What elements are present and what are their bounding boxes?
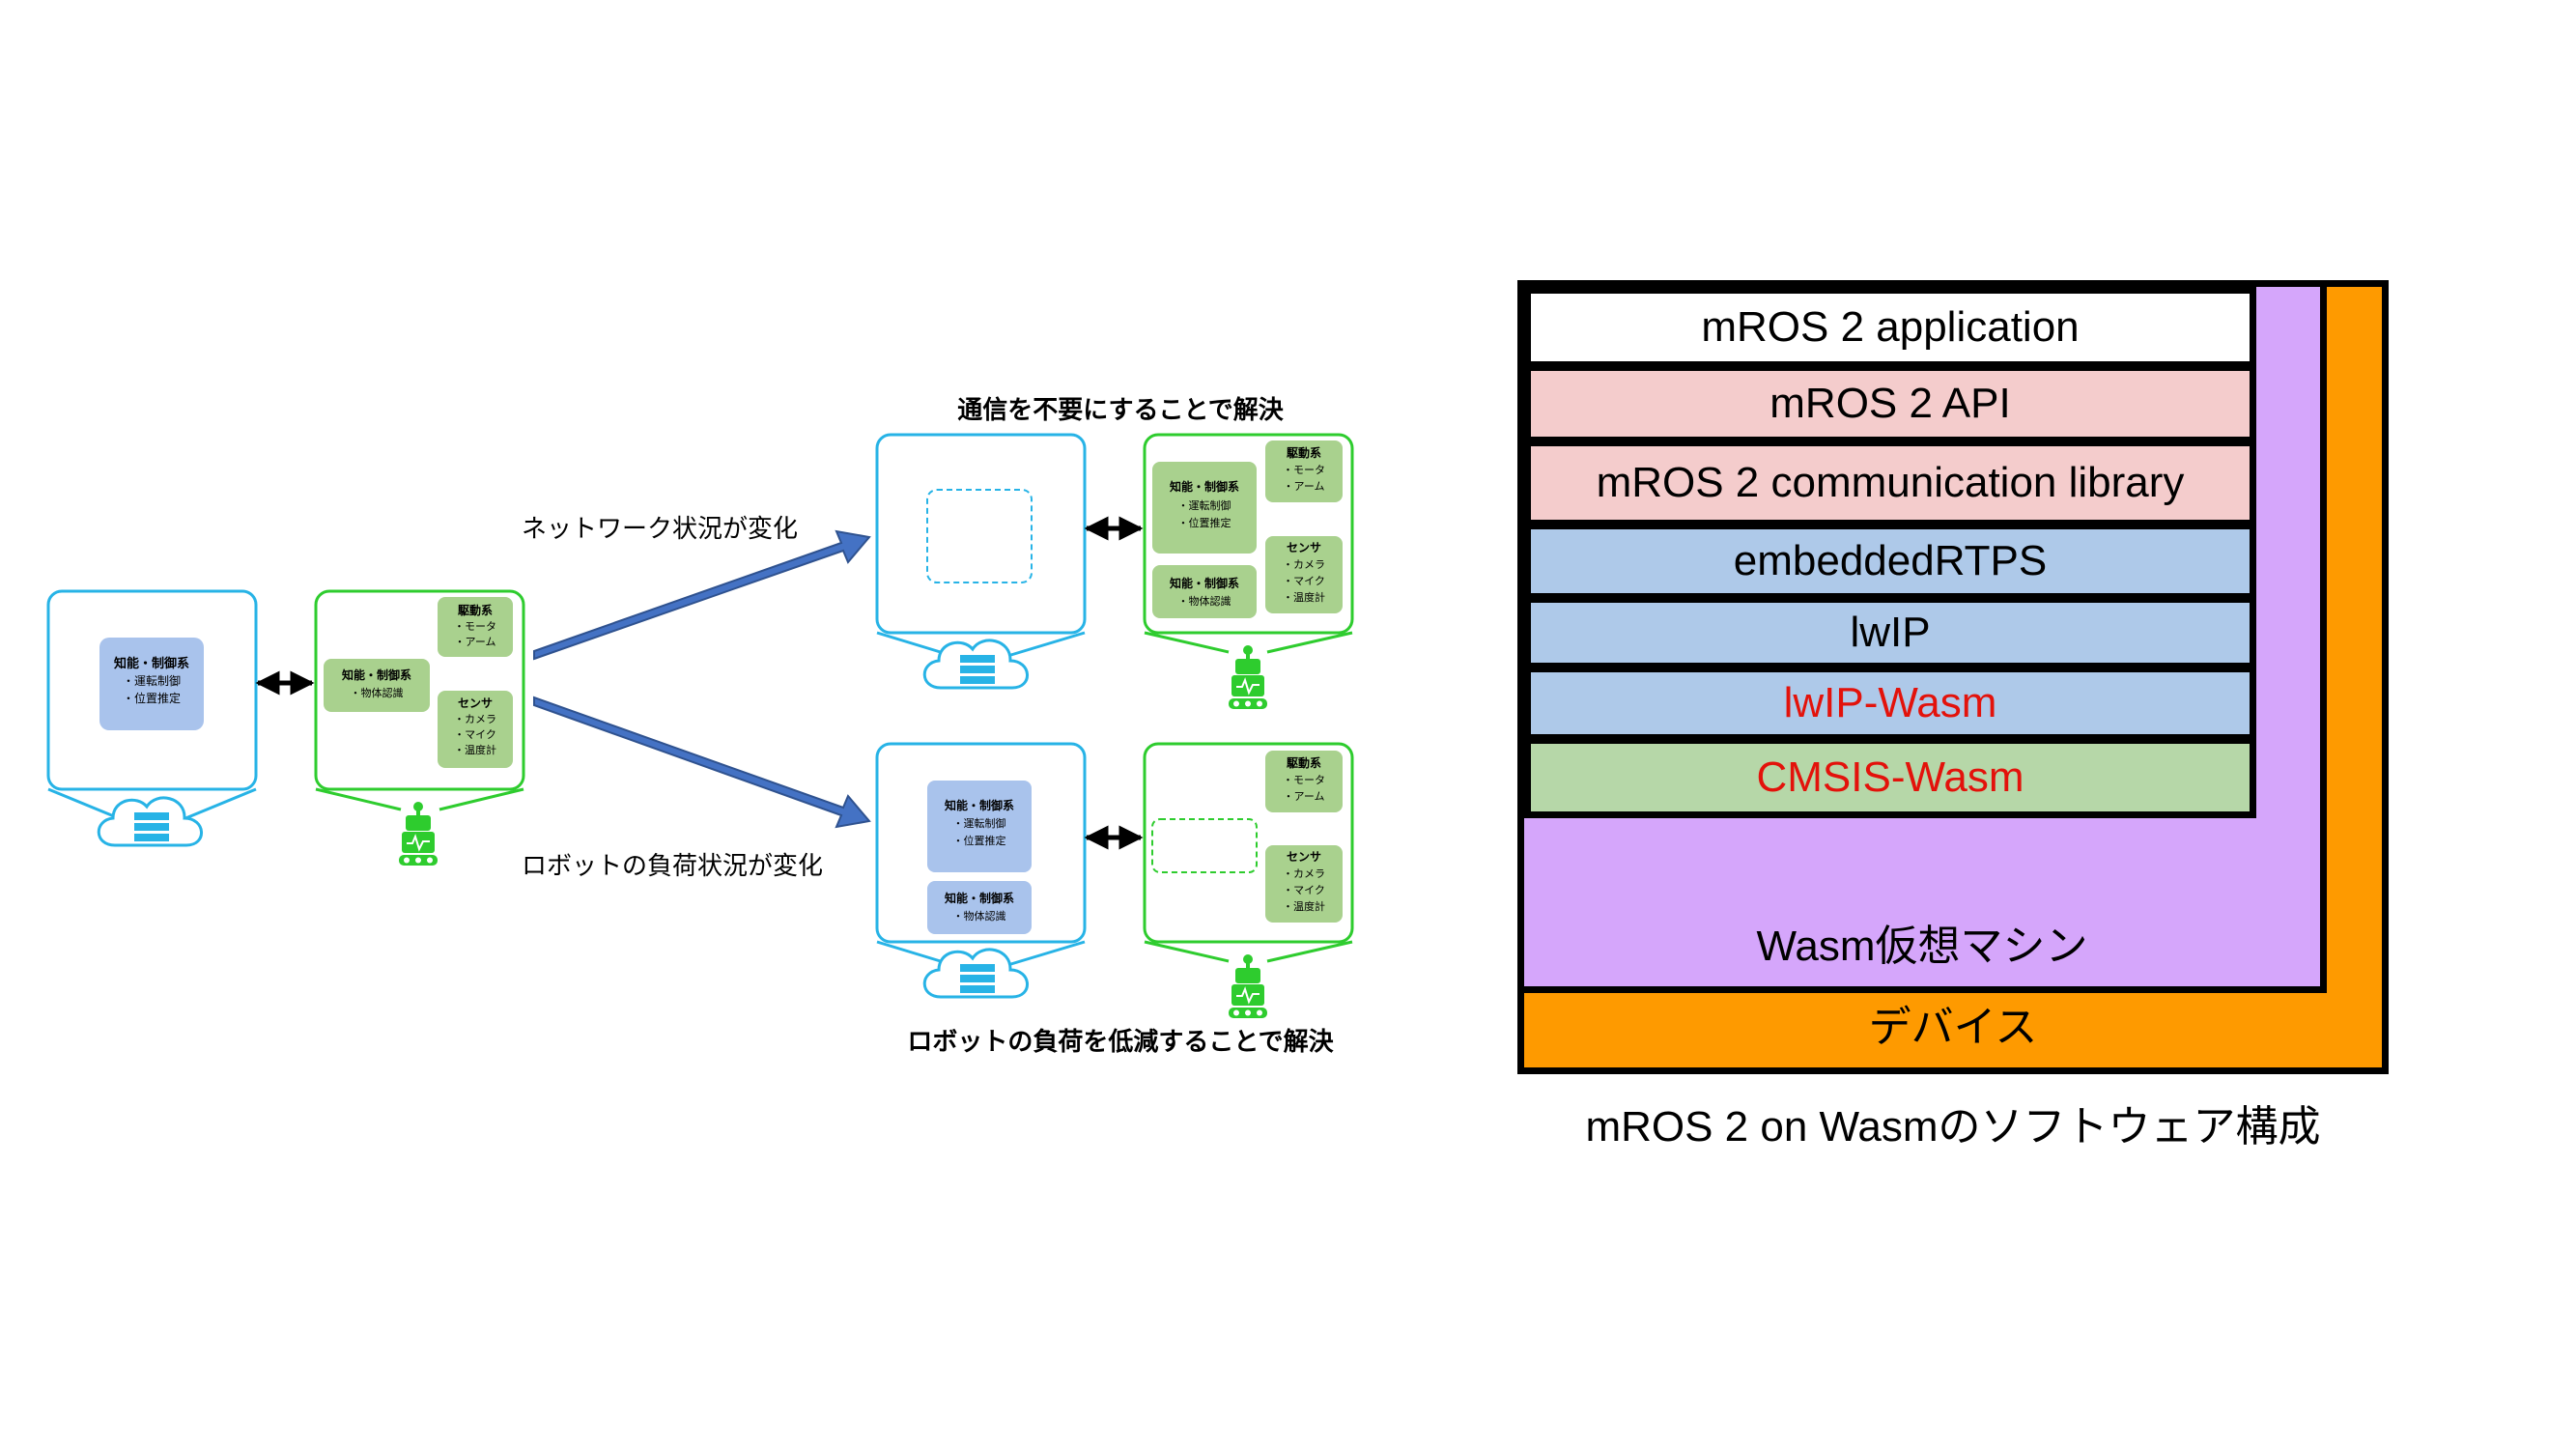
stack-layer-cmsis-wasm-label: CMSIS-Wasm — [1756, 753, 2024, 801]
bottom-cloud-module-a — [927, 781, 1032, 872]
robot-intelligence-module — [324, 659, 430, 712]
stack-layer-application-label: mROS 2 application — [1701, 303, 2080, 351]
bottom-robot-drive — [1265, 751, 1343, 812]
stack-layer-api: mROS 2 API — [1524, 364, 2256, 443]
robot-drive-item: ・モータ — [454, 620, 496, 633]
arrow-top-label: ネットワーク状況が変化 — [522, 515, 798, 544]
robot-sensor-item: ・マイク — [454, 728, 496, 741]
bottom-cloud-module-b-item: ・物体認識 — [953, 909, 1006, 923]
initial-state: 知能・制御系 ・運転制御 ・位置推定 駆動系 ・モータ ・アーム 知能・制御系 … — [46, 589, 525, 866]
stack-layer-api-label: mROS 2 API — [1769, 380, 2011, 427]
robot-sensor-module — [438, 691, 513, 768]
top-robot-intelligence-b-title: 知能・制御系 — [1169, 576, 1239, 590]
stack-layer-lwip-wasm-label: lwIP-Wasm — [1783, 679, 1997, 726]
bottom-cloud-module-a-title: 知能・制御系 — [944, 798, 1014, 812]
bottom-robot-sensor-item: ・カメラ — [1283, 867, 1325, 880]
top-case-caption: 通信を不要にすることで解決 — [957, 396, 1284, 425]
top-robot-sensor-item: ・マイク — [1283, 575, 1325, 587]
stack-layer-communication-library-label: mROS 2 communication library — [1596, 459, 2185, 506]
cloud-module-item: ・位置推定 — [123, 691, 181, 705]
stack-layer-lwip: lwIP — [1524, 596, 2256, 669]
robot-drive-module — [438, 597, 513, 657]
robot-sensor-title: センサ — [458, 696, 493, 710]
bottom-robot-sensor-item: ・マイク — [1283, 884, 1325, 896]
stack-layer-cmsis-wasm: CMSIS-Wasm — [1524, 737, 2256, 818]
top-robot-intelligence-a-item: ・運転制御 — [1178, 498, 1231, 512]
robot-intelligence-title: 知能・制御系 — [341, 668, 411, 682]
stack-layer-communication-library: mROS 2 communication library — [1524, 440, 2256, 526]
bottom-cloud-module-a-item: ・位置推定 — [953, 834, 1006, 847]
robot-sensor-item: ・カメラ — [454, 713, 496, 725]
arrow-up-icon — [533, 529, 871, 661]
bottom-cloud-module-b-title: 知能・制御系 — [944, 891, 1014, 905]
top-robot-sensor-item: ・カメラ — [1283, 558, 1325, 571]
arrow-down-icon — [533, 696, 871, 829]
stack-layer-application: mROS 2 application — [1524, 287, 2256, 368]
bottom-robot-drive-title: 駆動系 — [1287, 755, 1321, 770]
robot-icon — [399, 802, 438, 866]
top-robot-drive-item: ・アーム — [1283, 480, 1324, 493]
deployment-diagram: 知能・制御系 ・運転制御 ・位置推定 駆動系 ・モータ ・アーム 知能・制御系 … — [46, 396, 1354, 1057]
stack-layer-lwip-label: lwIP — [1850, 609, 1931, 656]
cloud-module — [99, 638, 204, 730]
bottom-robot-sensor-item: ・温度計 — [1283, 899, 1325, 913]
bottom-robot-empty-slot — [1151, 818, 1258, 873]
top-cloud-empty-slot — [926, 489, 1033, 583]
stack-caption: mROS 2 on Wasmのソフトウェア構成 — [1585, 1103, 2321, 1151]
bottom-cloud-module-a-item: ・運転制御 — [953, 816, 1006, 830]
top-robot-sensor — [1265, 536, 1343, 613]
robot-box-funnel — [315, 787, 524, 811]
stack-layer-wasm-vm-label: Wasm仮想マシン — [1756, 923, 2088, 970]
top-robot-intelligence-a-item: ・位置推定 — [1178, 516, 1231, 529]
top-robot-drive-title: 駆動系 — [1287, 445, 1321, 460]
robot-drive-title: 駆動系 — [458, 603, 493, 617]
top-robot-intelligence-a — [1152, 462, 1257, 554]
bottom-robot-funnel — [1144, 940, 1353, 963]
stack-layer-lwip-wasm: lwIP-Wasm — [1524, 666, 2256, 741]
stack-layer-embedded-rtps: embeddedRTPS — [1524, 523, 2256, 600]
cloud-module-title: 知能・制御系 — [114, 656, 189, 671]
cloud-server-icon — [97, 796, 203, 847]
transition-arrows: ネットワーク状況が変化 ロボットの負荷状況が変化 — [522, 515, 871, 881]
cloud-server-icon — [922, 639, 1029, 690]
top-robot-sensor-item: ・温度計 — [1283, 590, 1325, 604]
bottom-robot-sensor-title: センサ — [1287, 850, 1321, 864]
cloud-server-icon — [922, 948, 1029, 999]
top-robot-sensor-title: センサ — [1287, 541, 1321, 554]
robot-intelligence-item: ・物体認識 — [351, 686, 404, 699]
top-case: 通信を不要にすることで解決 知能・制御系 ・運転制御 ・位置推定 知能・制御系 … — [875, 396, 1354, 709]
bottom-case-caption: ロボットの負荷を低減することで解決 — [907, 1028, 1334, 1057]
bottom-robot-sensor — [1265, 845, 1343, 923]
robot-icon — [1229, 645, 1267, 709]
bottom-case: 知能・制御系 ・運転制御 ・位置推定 知能・制御系 ・物体認識 駆動系 ・モータ… — [875, 742, 1354, 1057]
top-robot-intelligence-b — [1152, 565, 1257, 618]
stack-layer-embedded-rtps-label: embeddedRTPS — [1733, 537, 2048, 584]
robot-sensor-item: ・温度計 — [454, 743, 496, 756]
bottom-robot-drive-item: ・アーム — [1283, 790, 1324, 803]
top-robot-drive-item: ・モータ — [1283, 464, 1325, 476]
top-robot-intelligence-a-title: 知能・制御系 — [1169, 479, 1239, 494]
bottom-robot-drive-item: ・モータ — [1283, 774, 1325, 786]
stack-layer-device-label: デバイス — [1868, 1004, 2038, 1051]
top-robot-drive — [1265, 440, 1343, 502]
top-robot-funnel — [1144, 631, 1353, 654]
top-robot-intelligence-b-item: ・物体認識 — [1178, 594, 1231, 608]
cloud-module-item: ・運転制御 — [123, 673, 181, 688]
arrow-bottom-label: ロボットの負荷状況が変化 — [522, 852, 823, 881]
bottom-cloud-module-b — [927, 881, 1032, 934]
top-cloud-box — [875, 433, 1087, 635]
robot-icon — [1229, 954, 1267, 1018]
robot-drive-item: ・アーム — [454, 636, 495, 648]
